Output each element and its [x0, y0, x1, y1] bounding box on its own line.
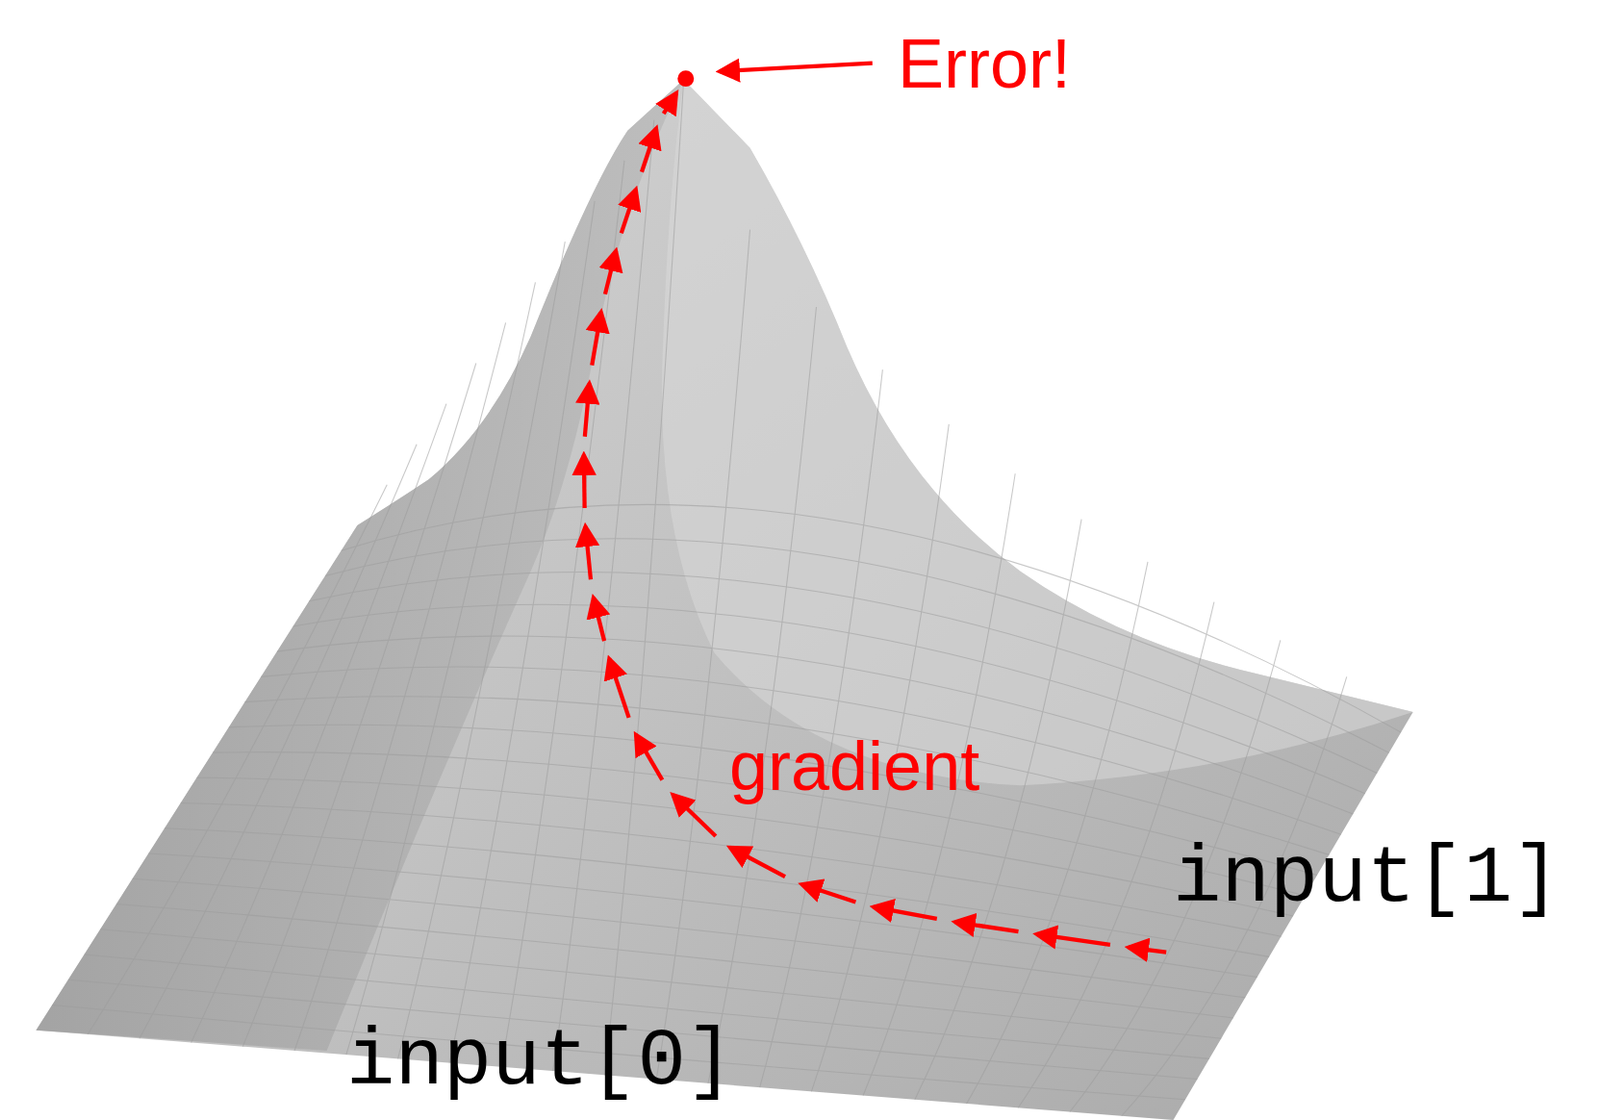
gradient-arrow	[584, 526, 591, 580]
mesh-line	[164, 828, 1270, 958]
mesh-line	[245, 696, 1330, 856]
gradient-arrow	[641, 127, 657, 173]
gradient-arrow	[635, 734, 662, 780]
gradient-arrow	[582, 455, 587, 508]
mesh-line	[148, 853, 1257, 978]
gradient-arrow	[584, 383, 590, 437]
gradient-arrow	[591, 311, 601, 365]
gradient-arrow	[873, 907, 938, 919]
mesh-line	[341, 504, 1401, 733]
gradient-arrow	[621, 189, 636, 234]
mesh-line	[553, 120, 655, 1071]
gradient-arrow	[672, 794, 716, 837]
mesh-line	[87, 484, 387, 1035]
mesh-line	[228, 724, 1318, 875]
gradient-arrow	[801, 884, 856, 902]
surface-mesh	[51, 79, 1401, 1117]
mesh-line	[449, 201, 595, 1064]
mesh-line	[277, 635, 1353, 814]
gradient-arrow	[1128, 947, 1167, 953]
mesh-line	[116, 904, 1234, 1018]
gradient-path	[584, 93, 1167, 953]
mesh-line	[501, 160, 625, 1067]
mesh-line	[191, 404, 447, 1043]
gradient-arrow	[609, 659, 629, 718]
mesh-line	[139, 444, 417, 1039]
mesh-line	[604, 79, 684, 1076]
surface	[35, 79, 1413, 1120]
mesh-line	[966, 561, 1148, 1104]
mesh-line	[325, 538, 1390, 754]
mesh-line	[708, 306, 817, 1084]
mesh-line	[242, 362, 476, 1046]
gradient-arrow	[593, 597, 605, 641]
gradient-arrow	[730, 847, 786, 877]
error-dot	[677, 70, 694, 87]
gradient-label: gradient	[729, 731, 980, 801]
error-label: Error!	[897, 28, 1071, 99]
gradient-arrow	[955, 921, 1019, 932]
gradient-arrow	[1036, 934, 1111, 945]
mesh-line	[260, 666, 1342, 835]
mesh-line	[760, 369, 884, 1088]
mesh-line	[132, 878, 1246, 998]
axis-label: input[0]	[346, 1021, 735, 1103]
mesh-line	[656, 229, 750, 1080]
gradient-arrow	[663, 93, 677, 115]
gradient-arrow	[605, 251, 616, 295]
error-pointer	[719, 63, 873, 72]
axis-label: input[1]	[1172, 838, 1561, 920]
